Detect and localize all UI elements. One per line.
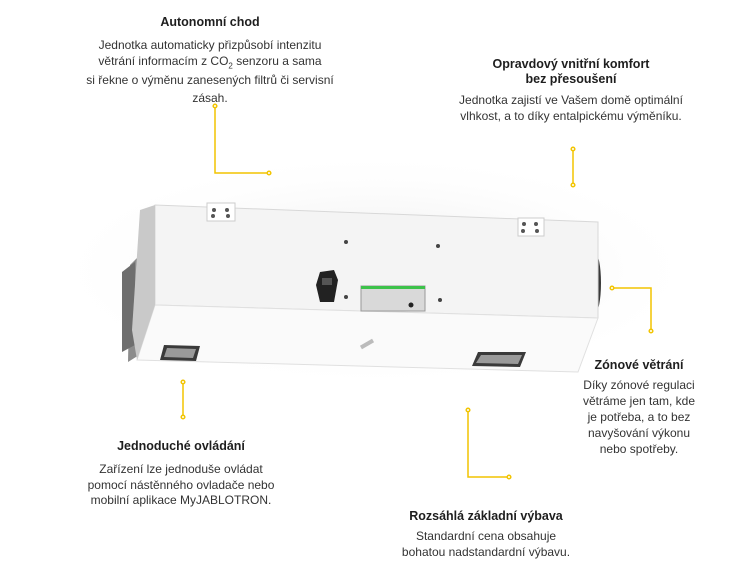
feature-title: Opravdový vnitřní komfort bez přesoušení	[492, 57, 650, 86]
connector-equipment	[465, 407, 512, 480]
feature-description: Jednotka zajistí ve Vašem domě optimální…	[459, 93, 683, 123]
connector-control	[180, 379, 186, 420]
feature-title: Zónové větrání	[594, 358, 684, 372]
feature-comfort: Opravdový vnitřní komfort bez přesoušení…	[421, 57, 721, 124]
connector-autonomous	[212, 103, 272, 176]
feature-description: Standardní cena obsahuje bohatou nadstan…	[401, 529, 571, 559]
feature-control: Jednoduché ovládání Zařízení lze jednodu…	[71, 439, 291, 509]
feature-title: Rozsáhlá základní výbava	[409, 509, 563, 523]
feature-description: Jednotka automaticky přizpůsobí intenzit…	[86, 38, 334, 105]
connector-zonal	[609, 285, 654, 334]
feature-description: Díky zónové regulaci větráme jen tam, kd…	[582, 378, 696, 456]
feature-autonomous: Autonomní chod Jednotka automaticky přiz…	[40, 15, 380, 106]
feature-description: Zařízení lze jednoduše ovládat pomocí ná…	[87, 462, 275, 507]
feature-zonal: Zónové větrání Díky zónové regulaci větr…	[569, 358, 709, 457]
feature-equipment: Rozsáhlá základní výbava Standardní cena…	[386, 509, 586, 560]
feature-title: Jednoduché ovládání	[117, 439, 245, 453]
connector-comfort	[570, 146, 576, 188]
feature-title: Autonomní chod	[160, 15, 260, 29]
